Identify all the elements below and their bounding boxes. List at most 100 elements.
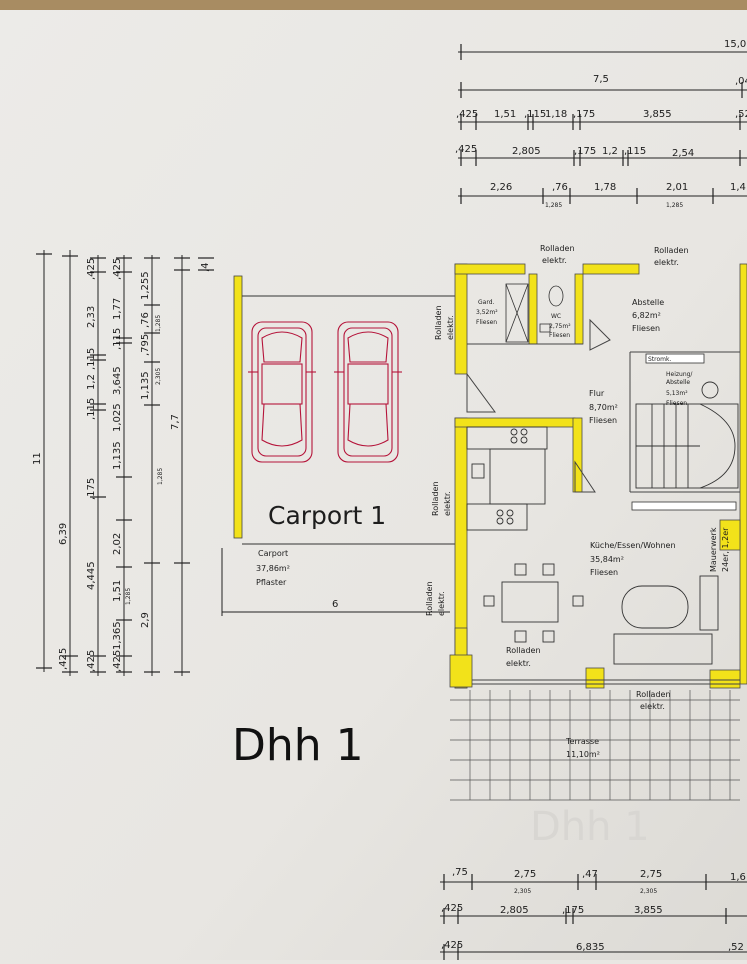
dim-top-4e: ,115 bbox=[624, 146, 646, 157]
room-terrasse-area: 11,10m² bbox=[566, 750, 600, 759]
dim-bot-3b: 6,835 bbox=[576, 942, 605, 953]
room-gard-name: Gard. bbox=[478, 299, 494, 306]
carport-wall bbox=[233, 275, 243, 539]
wall-flur-south bbox=[454, 417, 576, 428]
room-terrasse-name: Terrasse bbox=[565, 737, 599, 746]
rolladen-3: Rolladen bbox=[434, 305, 443, 340]
wall-south-pier bbox=[585, 667, 605, 689]
carport-area: Carport 1 Carport 37,86m² Pflaster 6 bbox=[221, 275, 455, 616]
car-2 bbox=[334, 321, 402, 463]
dim-left-4e: 1,135 bbox=[112, 441, 123, 470]
window-sill-east bbox=[631, 501, 737, 511]
dim-top-5c: 1,78 bbox=[594, 182, 616, 193]
room-kueche-name: Küche/Essen/Wohnen bbox=[590, 541, 676, 550]
dim-left-11: 11 bbox=[32, 452, 43, 465]
dim-left-2b: 6,39 bbox=[58, 523, 69, 545]
dim-left-3h: ,425 bbox=[86, 258, 97, 280]
dim-top-3c: ,115 bbox=[524, 109, 546, 120]
dim-left-3e: 1,2 bbox=[86, 374, 97, 390]
dim-left-3f: ,115 bbox=[86, 348, 97, 370]
wall-north-b bbox=[582, 263, 640, 275]
rolladen-7b: elektr. bbox=[640, 702, 665, 711]
dim-bot-2c: ,175 bbox=[562, 905, 584, 916]
dim-bot-2b: 2,805 bbox=[500, 905, 529, 916]
dim-left-6a: ,4 bbox=[200, 262, 211, 272]
dim-left-3a: ,425 bbox=[86, 650, 97, 672]
dim-left-3b: 4,445 bbox=[86, 561, 97, 590]
carport-area-material: Pflaster bbox=[256, 578, 287, 587]
dim-bot-3c: ,52 bbox=[728, 942, 744, 953]
left-dimension-labels: 11 ,425 6,39 ,425 4,445 ,175 ,115 1,2 ,1… bbox=[32, 258, 211, 672]
dim-top-5d: 2,01 bbox=[666, 182, 688, 193]
dim-left-4sub-b: 1,285 bbox=[157, 468, 164, 485]
dim-bot-3a: ,425 bbox=[441, 940, 463, 951]
dim-left-5c: 1,135 bbox=[140, 371, 151, 400]
room-abstelle-area: 6,82m² bbox=[632, 311, 661, 320]
dim-left-5d: ,795 bbox=[140, 334, 151, 356]
dim-top-5sub-b: 1,285 bbox=[666, 202, 683, 209]
dim-left-4d: 2,02 bbox=[112, 533, 123, 555]
dim-top-3a: ,425 bbox=[456, 109, 478, 120]
room-gard-area: 3,52m² bbox=[476, 309, 498, 316]
room-flur-area: 8,70m² bbox=[589, 403, 618, 412]
dim-top-1: 15,0 bbox=[724, 39, 746, 50]
dim-left-3d: ,115 bbox=[86, 398, 97, 420]
dim-bot-1sub-b: 2,305 bbox=[640, 888, 657, 895]
dim-left-4f: 1,025 bbox=[112, 403, 123, 432]
bottom-dimension-labels: ,75 2,75 ,47 2,75 1,6 2,305 2,305 ,425 2… bbox=[441, 867, 746, 953]
rolladen-1: Rolladen bbox=[540, 244, 575, 253]
room-heizung-name: Heizung/ bbox=[666, 371, 693, 378]
dim-top-4b: 2,805 bbox=[512, 146, 541, 157]
carport-area-value: 37,86m² bbox=[256, 564, 290, 573]
wall-west-upper bbox=[454, 263, 468, 375]
rolladen-5: Rolladen bbox=[425, 581, 434, 616]
wall-wc-west bbox=[528, 273, 538, 345]
dim-top-3f: 3,855 bbox=[643, 109, 672, 120]
kitchen-furniture bbox=[466, 426, 548, 531]
dim-left-5b: 7,7 bbox=[170, 414, 181, 430]
wall-flur-east bbox=[572, 417, 583, 493]
rolladen-5b: elektr. bbox=[437, 591, 446, 616]
dim-left-4b: 1,365 bbox=[112, 621, 123, 650]
dim-left-4sub-a: 1,285 bbox=[125, 588, 132, 605]
dim-top-3b: 1,51 bbox=[494, 109, 516, 120]
dining-furniture bbox=[483, 563, 719, 665]
dim-top-2b: ,04 bbox=[735, 76, 747, 87]
dim-left-4j: ,425 bbox=[112, 258, 123, 280]
rolladen-6b: elektr. bbox=[506, 659, 531, 668]
wall-se-block bbox=[709, 669, 741, 689]
room-kueche-area: 35,84m² bbox=[590, 555, 624, 564]
room-heizung-name2: Abstelle bbox=[666, 379, 690, 386]
dim-top-3d: 1,18 bbox=[545, 109, 567, 120]
dim-left-4h: ,115 bbox=[112, 328, 123, 350]
carport-heading: Carport 1 bbox=[268, 501, 386, 530]
house-walls bbox=[449, 263, 747, 689]
dim-bot-2a: ,425 bbox=[441, 903, 463, 914]
dim-left-5sub-a: 2,305 bbox=[155, 368, 162, 385]
dim-left-3g: 2,33 bbox=[86, 306, 97, 328]
wall-east-pier bbox=[719, 519, 741, 551]
terrace-pavers bbox=[450, 690, 740, 801]
dim-top-3e: ,175 bbox=[573, 109, 595, 120]
left-dimension-lines bbox=[36, 250, 214, 676]
dim-top-4a: ,425 bbox=[455, 144, 477, 155]
rolladen-3b: elektr. bbox=[446, 315, 455, 340]
dim-left-4a: ,425 bbox=[112, 650, 123, 672]
dim-left-3c: ,175 bbox=[86, 478, 97, 500]
room-labels: Gard. 3,52m² Fliesen WC 2,75m² Fliesen A… bbox=[476, 298, 730, 759]
rolladen-2b: elektr. bbox=[654, 258, 679, 267]
dim-left-5a: 2,9 bbox=[140, 612, 151, 628]
page-title: Dhh 1 bbox=[232, 720, 364, 771]
stromk-label: Stromk. bbox=[648, 356, 671, 363]
wall-east bbox=[739, 263, 747, 685]
room-wc-area: 2,75m² bbox=[549, 323, 571, 330]
rolladen-4: Rolladen bbox=[431, 481, 440, 516]
room-flur-floor: Fliesen bbox=[589, 416, 617, 425]
wall-sw-block bbox=[449, 654, 473, 688]
dim-top-5sub-a: 1,285 bbox=[545, 202, 562, 209]
dim-left-4i: 1,77 bbox=[112, 298, 123, 320]
dim-bot-1sub-a: 2,305 bbox=[514, 888, 531, 895]
dim-top-4c: ,175 bbox=[574, 146, 596, 157]
